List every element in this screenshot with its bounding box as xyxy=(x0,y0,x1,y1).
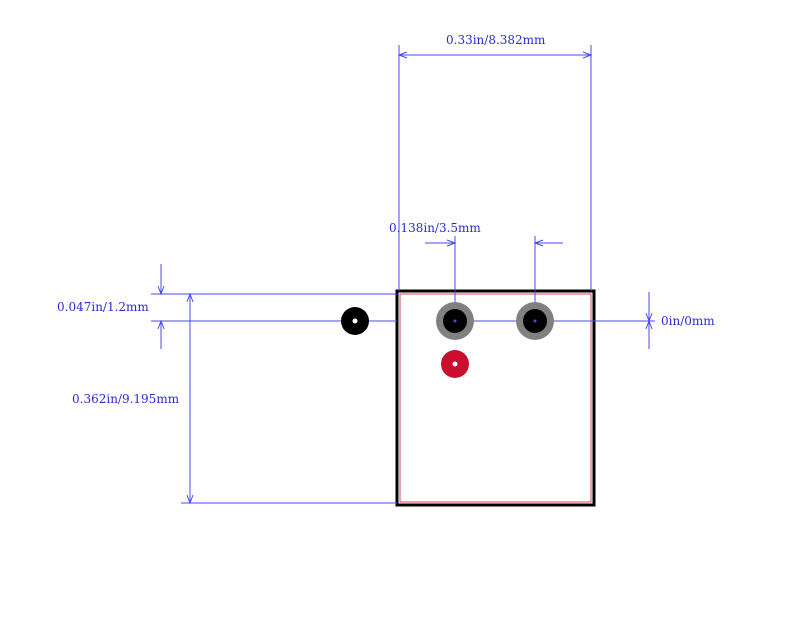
vertical-offset-dimension: 0.047in/1.2mm xyxy=(57,264,397,349)
overall-height-label: 0.362in/9.195mm xyxy=(72,392,180,406)
pad-1 xyxy=(436,302,474,340)
pin-pitch-dimension: 0.138in/3.5mm xyxy=(389,221,563,321)
pin-pitch-label: 0.138in/3.5mm xyxy=(389,221,481,235)
overall-width-dimension: 0.33in/8.382mm xyxy=(397,33,593,291)
component-outline xyxy=(395,289,596,507)
pad-2 xyxy=(516,302,554,340)
pad-left xyxy=(341,307,369,335)
origin-label: 0in/0mm xyxy=(661,314,715,328)
overall-height-dimension: 0.362in/9.195mm xyxy=(72,292,397,505)
origin-dimension: 0in/0mm xyxy=(455,292,715,349)
vertical-offset-label: 0.047in/1.2mm xyxy=(57,300,149,314)
pin1-marker xyxy=(441,350,469,378)
courtyard-outline xyxy=(399,293,592,503)
overall-width-label: 0.33in/8.382mm xyxy=(446,33,546,47)
